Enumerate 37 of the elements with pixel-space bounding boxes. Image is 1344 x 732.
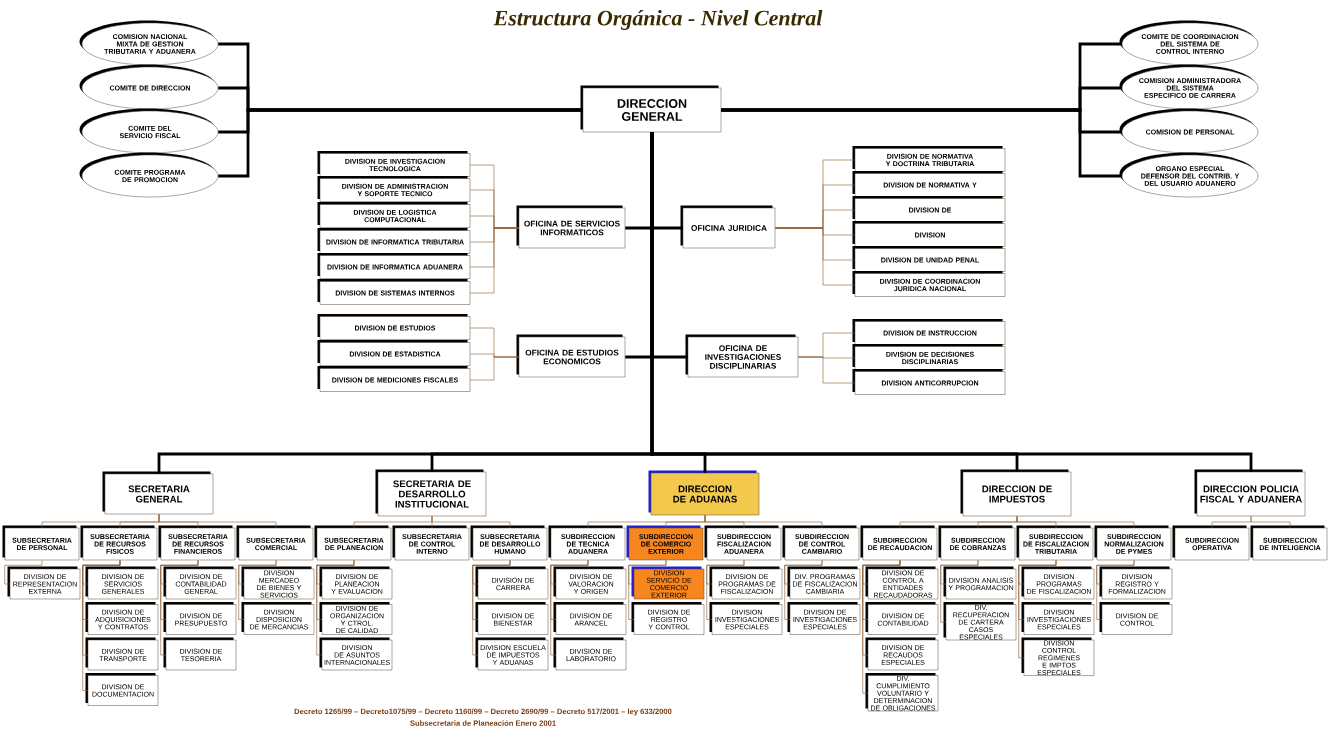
connector-line xyxy=(650,132,1253,472)
connector-line xyxy=(472,559,511,656)
connector-line xyxy=(4,559,43,585)
connector-line xyxy=(469,356,520,381)
org-box: OFICINA DE SERVICIOS INFORMATICOS xyxy=(516,205,626,249)
connector-line xyxy=(704,514,823,529)
org-box: DIRECCION GENERAL xyxy=(580,85,722,133)
org-box: OFICINA DE INVESTIGACIONES DISCIPLINARIAS xyxy=(685,334,799,378)
connector-line xyxy=(431,515,511,529)
connector-line xyxy=(82,559,121,691)
connector-line xyxy=(1018,559,1057,659)
connector-line xyxy=(238,559,277,620)
connector-line xyxy=(1096,559,1135,620)
connector-line xyxy=(469,227,520,294)
connector-line xyxy=(862,559,901,694)
org-box: OFICINA JURIDICA xyxy=(680,205,776,249)
connector-line xyxy=(628,559,667,620)
connector-line xyxy=(158,513,277,529)
org-box: DIRECCION DE ADUANAS xyxy=(648,470,760,516)
connector-line xyxy=(218,108,583,178)
connector-line xyxy=(721,108,1122,178)
connector-line xyxy=(940,559,979,623)
connector-line xyxy=(316,559,355,656)
connector-line xyxy=(774,227,856,286)
org-box: DIRECCION POLICIA FISCAL Y ADUANERA xyxy=(1194,469,1306,517)
connector-line xyxy=(160,559,199,656)
connector-line xyxy=(1250,515,1291,529)
connector-line xyxy=(550,559,589,656)
org-box: SECRETARIA GENERAL xyxy=(102,471,214,515)
org-box: SECRETARIA DE DESARROLLO INSTITUCIONAL xyxy=(375,469,487,517)
connector-line xyxy=(1016,515,1135,529)
connector-line xyxy=(784,559,823,620)
org-box: DIRECCION DE IMPUESTOS xyxy=(960,469,1072,517)
org-box: OFICINA DE ESTUDIOS ECONOMICOS xyxy=(516,334,626,378)
title: Estructura Orgánica - Nivel Central xyxy=(493,10,823,30)
connector-line xyxy=(706,559,745,620)
connector-line xyxy=(797,356,856,384)
